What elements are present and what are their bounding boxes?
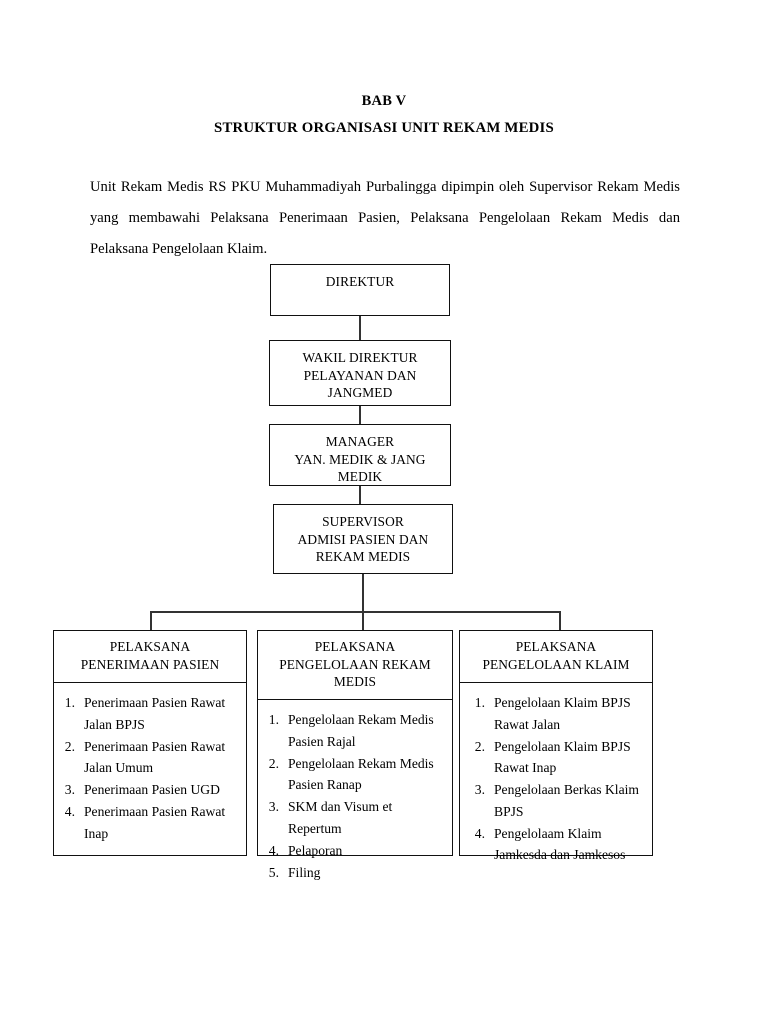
chapter-label: BAB V [361, 93, 407, 109]
list-item: 1. Pengelolaan Klaim BPJS Rawat Jalan [460, 692, 646, 735]
list-item: 3. Pengelolaan Berkas Klaim BPJS [460, 779, 646, 822]
list-item-number: 2. [474, 738, 485, 754]
list-item-number: 1. [64, 695, 75, 710]
list-item-number: 2. [268, 755, 279, 771]
org-node-manager: MANAGER YAN. MEDIK & JANG MEDIK [269, 424, 451, 486]
unit-header-pengelolaan-rekam-medis: PELAKSANA PENGELOLAAN REKAM MEDIS [258, 631, 452, 700]
list-item: 1. Pengelolaan Rekam Medis Pasien Rajal [258, 709, 446, 752]
org-node-direktur: DIREKTUR [270, 264, 450, 316]
list-item: 2. Pengelolaan Klaim BPJS Rawat Inap [460, 736, 646, 779]
list-item-number: 3. [474, 782, 485, 797]
list-item-number: 5. [268, 864, 279, 880]
connector-drop-left [150, 611, 152, 631]
list-item: 4. Pengelolaam Klaim Jamkesda dan Jamkes… [460, 823, 646, 866]
org-node-supervisor-label: SUPERVISOR ADMISI PASIEN DAN REKAM MEDIS [297, 514, 429, 564]
org-node-wakil-direktur: WAKIL DIREKTUR PELAYANAN DAN JANGMED [269, 340, 451, 406]
org-node-manager-label: MANAGER YAN. MEDIK & JANG MEDIK [294, 434, 426, 484]
connector-manager-to-supervisor [359, 486, 361, 504]
list-item-label: SKM dan Visum et Repertum [288, 799, 393, 836]
list-item-number: 4. [64, 804, 75, 819]
unit-header-penerimaan-pasien: PELAKSANA PENERIMAAN PASIEN [54, 631, 246, 683]
connector-direktur-to-wakil [359, 316, 361, 340]
list-item-number: 1. [268, 712, 279, 727]
unit-task-list-pengelolaan-rekam-medis: 1. Pengelolaan Rekam Medis Pasien Rajal … [258, 700, 452, 883]
list-item-number: 3. [268, 799, 279, 814]
list-item-label: Penerimaan Pasien Rawat Inap [84, 804, 226, 841]
list-item-label: Pengelolaam Klaim Jamkesda dan Jamkesos [494, 825, 626, 863]
connector-drop-right [559, 611, 561, 631]
list-item: 3. SKM dan Visum et Repertum [258, 796, 446, 839]
connector-wakil-to-manager [359, 406, 361, 424]
list-item-label: Pengelolaan Berkas Klaim BPJS [494, 782, 639, 819]
list-item: 4. Pelaporan [258, 840, 446, 862]
list-item: 2. Penerimaan Pasien Rawat Jalan Umum [54, 736, 240, 779]
unit-task-list-pengelolaan-klaim: 1. Pengelolaan Klaim BPJS Rawat Jalan 2.… [460, 683, 652, 866]
connector-supervisor-to-bus [362, 574, 364, 613]
list-item-number: 1. [474, 695, 485, 710]
unit-header-pengelolaan-klaim: PELAKSANA PENGELOLAAN KLAIM [460, 631, 652, 683]
list-item-label: Pengelolaan Klaim BPJS Rawat Jalan [494, 695, 631, 732]
list-item-label: Filing [288, 864, 321, 880]
list-item-label: Penerimaan Pasien Rawat Jalan BPJS [84, 695, 226, 732]
connector-horizontal-bus [150, 611, 561, 613]
page-title: STRUKTUR ORGANISASI UNIT REKAM MEDIS [214, 120, 554, 136]
unit-task-list-penerimaan-pasien: 1. Penerimaan Pasien Rawat Jalan BPJS 2.… [54, 683, 246, 844]
list-item-label: Pengelolaan Klaim BPJS Rawat Inap [494, 738, 631, 776]
list-item-label: Penerimaan Pasien UGD [84, 782, 220, 797]
unit-box-penerimaan-pasien: PELAKSANA PENERIMAAN PASIEN 1. Penerimaa… [53, 630, 247, 856]
list-item-number: 3. [64, 782, 75, 797]
list-item: 2. Pengelolaan Rekam Medis Pasien Ranap [258, 753, 446, 796]
list-item-label: Pengelolaan Rekam Medis Pasien Ranap [288, 755, 434, 793]
unit-box-pengelolaan-rekam-medis: PELAKSANA PENGELOLAAN REKAM MEDIS 1. Pen… [257, 630, 453, 880]
org-node-supervisor: SUPERVISOR ADMISI PASIEN DAN REKAM MEDIS [273, 504, 453, 574]
unit-box-pengelolaan-klaim: PELAKSANA PENGELOLAAN KLAIM 1. Pengelola… [459, 630, 653, 862]
list-item: 1. Penerimaan Pasien Rawat Jalan BPJS [54, 692, 240, 735]
org-node-direktur-label: DIREKTUR [325, 274, 395, 289]
list-item: 5. Filing [258, 862, 446, 884]
list-item-label: Pelaporan [288, 842, 343, 858]
list-item-number: 4. [268, 842, 279, 858]
org-node-wakil-direktur-label: WAKIL DIREKTUR PELAYANAN DAN JANGMED [302, 350, 418, 400]
list-item-label: Pengelolaan Rekam Medis Pasien Rajal [288, 712, 434, 749]
list-item-label: Penerimaan Pasien Rawat Jalan Umum [84, 738, 226, 776]
list-item: 4. Penerimaan Pasien Rawat Inap [54, 801, 240, 844]
intro-paragraph: Unit Rekam Medis RS PKU Muhammadiyah Pur… [90, 179, 680, 257]
connector-drop-center [362, 611, 364, 631]
list-item: 3. Penerimaan Pasien UGD [54, 779, 240, 801]
list-item-number: 2. [64, 738, 75, 754]
list-item-number: 4. [474, 825, 485, 841]
